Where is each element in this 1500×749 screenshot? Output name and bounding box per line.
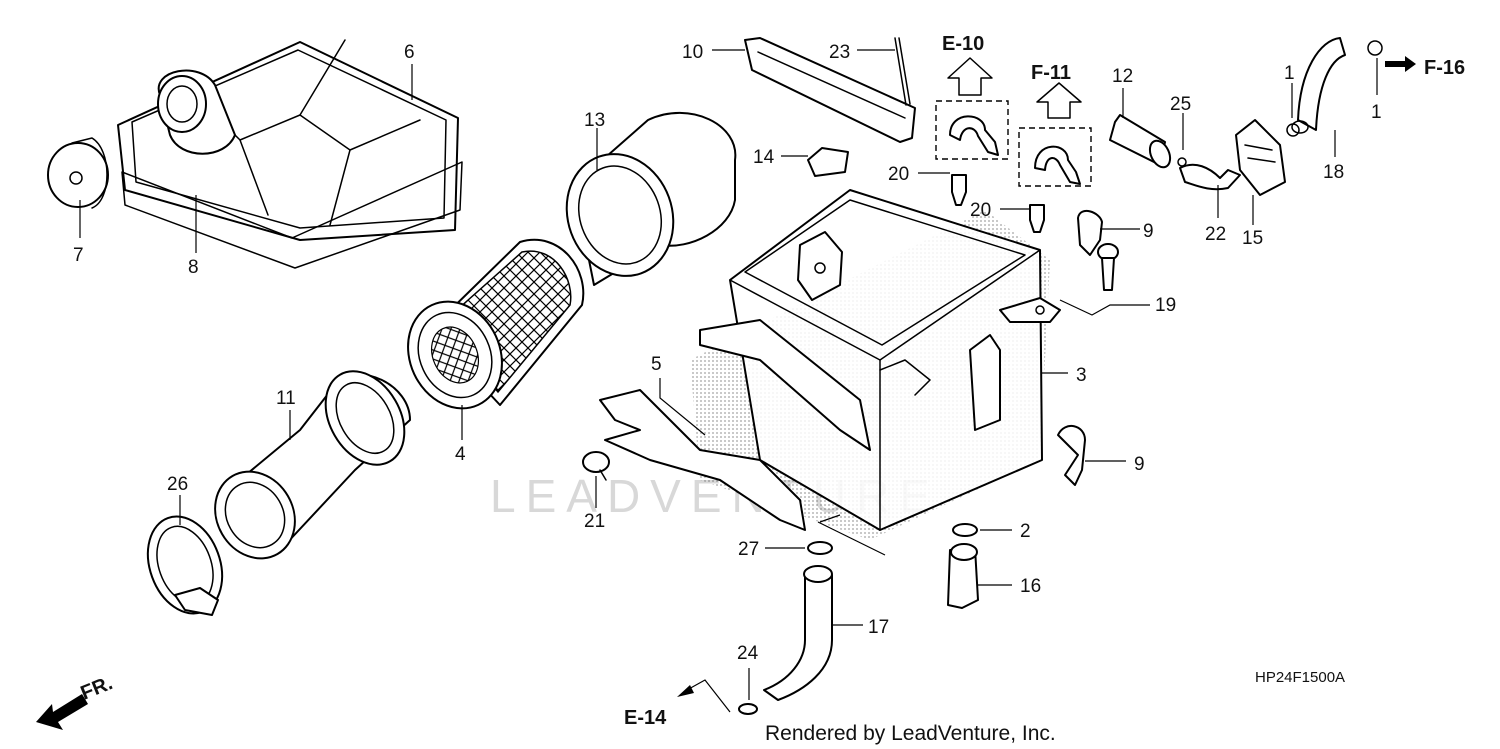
e14-arrow-icon xyxy=(677,685,694,697)
part-10-band xyxy=(744,37,916,143)
front-arrow-icon xyxy=(36,694,88,730)
part-6-cover xyxy=(117,39,459,241)
callout-19: 19 xyxy=(1155,295,1176,316)
callout-1: 1 xyxy=(1371,102,1382,123)
callout-15: 15 xyxy=(1242,228,1263,249)
part-22-hose xyxy=(1177,157,1241,191)
callout-11: 11 xyxy=(276,388,296,409)
part-23-pin xyxy=(894,37,911,106)
callout-13: 13 xyxy=(584,110,605,131)
callout-9: 9 xyxy=(1134,454,1145,475)
ref-e14[interactable]: E-14 xyxy=(624,707,667,729)
part-18-breather-hose xyxy=(1286,37,1383,137)
callout-8: 8 xyxy=(188,257,199,278)
callout-5: 5 xyxy=(651,354,662,375)
callout-18: 18 xyxy=(1323,162,1344,183)
callout-3: 3 xyxy=(1076,365,1087,386)
e10-reference-box xyxy=(935,100,1009,160)
front-marker: FR. xyxy=(78,672,116,704)
diagram-code: HP24F1500A xyxy=(1255,669,1345,686)
callout-27: 27 xyxy=(738,539,759,560)
callout-17: 17 xyxy=(868,617,889,638)
part-4-filter-element xyxy=(407,239,585,410)
part-13-foam-element xyxy=(565,111,737,286)
callout-23: 23 xyxy=(829,42,850,63)
part-8-gasket xyxy=(121,161,463,269)
part-26-clamp xyxy=(146,515,224,616)
f11-up-arrow xyxy=(1036,82,1082,119)
callout-numbers: 1 1 2 3 4 5 6 7 8 9 9 10 11 12 13 14 15 … xyxy=(73,42,1382,664)
part-16-drain xyxy=(947,543,979,609)
f16-arrow-icon xyxy=(1385,56,1416,72)
part-5-bracket xyxy=(599,389,806,531)
callout-7: 7 xyxy=(73,245,84,266)
part-11-intake-tube xyxy=(214,370,411,560)
callout-26: 26 xyxy=(167,474,188,495)
part-3-case xyxy=(690,189,1061,540)
part-7-cap xyxy=(47,137,109,209)
callout-2: 2 xyxy=(1020,521,1031,542)
part-2-clip xyxy=(952,523,978,537)
callout-10: 10 xyxy=(682,42,703,63)
part-15-separator xyxy=(1235,119,1286,196)
part-19-bolt xyxy=(1097,243,1119,291)
part-21-clip xyxy=(582,451,610,481)
callout-12: 12 xyxy=(1112,66,1133,87)
callout-9: 9 xyxy=(1143,221,1154,242)
part-24-clamp xyxy=(738,703,758,715)
leader-lines xyxy=(79,49,1378,700)
callout-20: 20 xyxy=(888,164,909,185)
callout-20: 20 xyxy=(970,200,991,221)
part-9-clamp-lower xyxy=(1057,425,1086,486)
callout-6: 6 xyxy=(404,42,415,63)
callout-21: 21 xyxy=(584,511,605,532)
callout-22: 22 xyxy=(1205,224,1226,245)
part-20-fittings xyxy=(951,174,1045,233)
e10-up-arrow xyxy=(947,57,993,96)
callout-4: 4 xyxy=(455,444,466,465)
credit-text: Rendered by LeadVenture, Inc. xyxy=(765,722,1056,745)
callout-14: 14 xyxy=(753,147,775,168)
callout-1: 1 xyxy=(1284,63,1295,84)
ref-f11[interactable]: F-11 xyxy=(1031,62,1071,84)
ref-e10[interactable]: E-10 xyxy=(942,33,984,55)
callout-25: 25 xyxy=(1170,94,1191,115)
f11-reference-box xyxy=(1018,127,1092,187)
part-27-clip xyxy=(807,541,833,555)
part-14-pad xyxy=(807,147,849,177)
part-12-sleeve xyxy=(1109,114,1172,169)
part-17-drain-tube xyxy=(763,565,833,701)
callout-24: 24 xyxy=(737,643,759,664)
callout-16: 16 xyxy=(1020,576,1041,597)
ref-f16[interactable]: F-16 xyxy=(1424,57,1465,79)
part-9-clamp-upper xyxy=(1077,209,1103,256)
